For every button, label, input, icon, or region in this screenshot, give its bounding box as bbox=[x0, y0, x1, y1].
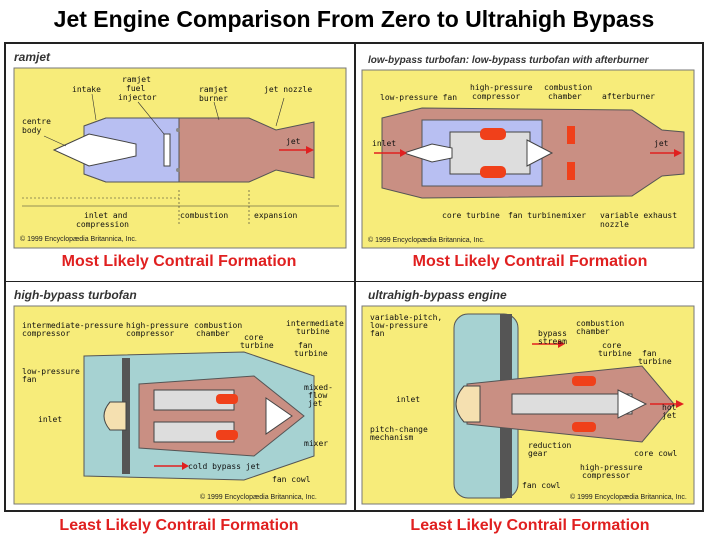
label-pc-2: mechanism bbox=[370, 433, 414, 442]
label-hpc-1: high-pressure bbox=[470, 83, 533, 92]
label-cc-2: chamber bbox=[548, 92, 582, 101]
label-inlet-and: inlet and bbox=[84, 211, 128, 220]
label-vp-1: variable-pitch, bbox=[370, 313, 442, 322]
ultrahigh-diagram: variable-pitch, low-pressure fan bypass … bbox=[361, 305, 695, 505]
label-cc-1: combustion bbox=[194, 321, 242, 330]
label-bs-2: stream bbox=[538, 337, 567, 346]
label-hj-1: hot bbox=[662, 403, 677, 412]
label-jet-nozzle: jet nozzle bbox=[264, 85, 312, 94]
label-pc-1: pitch-change bbox=[370, 425, 428, 434]
label-rg-1: reduction bbox=[528, 441, 572, 450]
label-ft-1: fan bbox=[298, 341, 313, 350]
label-ft-2: turbine bbox=[294, 349, 328, 358]
label-inlet: inlet bbox=[396, 395, 420, 404]
highbypass-diagram: intermediate-pressure compressor high-pr… bbox=[13, 305, 347, 505]
label-ct-1: core bbox=[602, 341, 621, 350]
label-intake: intake bbox=[72, 85, 101, 94]
highbypass-caption: Least Likely Contrail Formation bbox=[59, 517, 299, 534]
label-rg-2: gear bbox=[528, 449, 547, 458]
ramjet-copyright: © 1999 Encyclopædia Britannica, Inc. bbox=[20, 236, 137, 243]
label-bs-1: bypass bbox=[538, 329, 567, 338]
label-ct-2: turbine bbox=[240, 341, 274, 350]
label-ft-1: fan bbox=[642, 349, 657, 358]
label-combustion: combustion bbox=[180, 211, 228, 220]
label-injector-2: fuel bbox=[126, 84, 145, 93]
lowbypass-title: low-bypass turbofan: low-bypass turbofan… bbox=[368, 55, 649, 66]
label-burner-1: ramjet bbox=[199, 85, 228, 94]
highbypass-title: high-bypass turbofan bbox=[14, 288, 137, 302]
label-cold-jet: cold bypass jet bbox=[188, 462, 260, 471]
label-mixer: mixer bbox=[304, 439, 328, 448]
label-core-turbine: core turbine bbox=[442, 211, 500, 220]
label-mfj-3: jet bbox=[308, 399, 323, 408]
label-it-2: turbine bbox=[296, 327, 330, 336]
highbypass-copyright: © 1999 Encyclopædia Britannica, Inc. bbox=[200, 494, 317, 501]
vertical-divider bbox=[354, 42, 356, 512]
label-ipc-2: compressor bbox=[22, 329, 70, 338]
label-centre-body-1: centre bbox=[22, 117, 51, 126]
label-ct-2: turbine bbox=[598, 349, 632, 358]
label-inlet: inlet bbox=[372, 139, 396, 148]
ultrahigh-copyright: © 1999 Encyclopædia Britannica, Inc. bbox=[570, 494, 687, 501]
label-expansion: expansion bbox=[254, 211, 298, 220]
label-burner-2: burner bbox=[199, 94, 228, 103]
label-lpfan-1: low-pressure bbox=[22, 367, 80, 376]
horizontal-divider bbox=[4, 281, 704, 282]
label-jet: jet bbox=[654, 139, 669, 148]
ramjet-diagram: intake ramjet fuel injector ramjet burne… bbox=[13, 67, 347, 249]
lowbypass-caption: Most Likely Contrail Formation bbox=[412, 253, 648, 270]
label-cc-2: chamber bbox=[196, 329, 230, 338]
label-injector-3: injector bbox=[118, 93, 157, 102]
ramjet-caption: Most Likely Contrail Formation bbox=[61, 253, 297, 270]
label-lp-fan: low-pressure fan bbox=[380, 93, 457, 102]
label-ft-2: turbine bbox=[638, 357, 672, 366]
page-title: Jet Engine Comparison From Zero to Ultra… bbox=[53, 6, 655, 32]
ultrahigh-title: ultrahigh-bypass engine bbox=[368, 288, 507, 302]
label-hpc-1: high-pressure bbox=[580, 463, 643, 472]
label-ct-1: core bbox=[244, 333, 263, 342]
label-compression: compression bbox=[76, 220, 129, 229]
label-fan-cowl: fan cowl bbox=[272, 475, 311, 484]
label-cc-1: combustion bbox=[576, 319, 624, 328]
lowbypass-diagram: low-pressure fan high-pressure compresso… bbox=[361, 69, 695, 249]
label-centre-body-2: body bbox=[22, 126, 41, 135]
label-jet: jet bbox=[286, 137, 301, 146]
label-ven-1: variable exhaust bbox=[600, 211, 677, 220]
ramjet-title: ramjet bbox=[14, 50, 51, 64]
ultrahigh-caption: Least Likely Contrail Formation bbox=[410, 517, 650, 534]
label-core-cowl: core cowl bbox=[634, 449, 678, 458]
label-lpfan-2: fan bbox=[22, 375, 37, 384]
label-it-1: intermediate bbox=[286, 319, 344, 328]
label-mixer: mixer bbox=[562, 211, 586, 220]
label-vp-2: low-pressure bbox=[370, 321, 428, 330]
label-fan-turbine: fan turbine bbox=[508, 211, 561, 220]
label-mfj-1: mixed- bbox=[304, 383, 333, 392]
label-hpc-1: high-pressure bbox=[126, 321, 189, 330]
label-ipc-1: intermediate-pressure bbox=[22, 321, 123, 330]
label-cc-1: combustion bbox=[544, 83, 592, 92]
label-mfj-2: flow bbox=[308, 391, 327, 400]
label-hj-2: jet bbox=[662, 411, 677, 420]
label-inlet: inlet bbox=[38, 415, 62, 424]
label-ven-2: nozzle bbox=[600, 220, 629, 229]
label-cc-2: chamber bbox=[576, 327, 610, 336]
label-hpc-2: compressor bbox=[126, 329, 174, 338]
label-hpc-2: compressor bbox=[472, 92, 520, 101]
label-injector-1: ramjet bbox=[122, 75, 151, 84]
label-vp-3: fan bbox=[370, 329, 385, 338]
label-fan-cowl: fan cowl bbox=[522, 481, 561, 490]
label-hpc-2: compressor bbox=[582, 471, 630, 480]
label-afterburner: afterburner bbox=[602, 92, 655, 101]
lowbypass-copyright: © 1999 Encyclopædia Britannica, Inc. bbox=[368, 237, 485, 244]
